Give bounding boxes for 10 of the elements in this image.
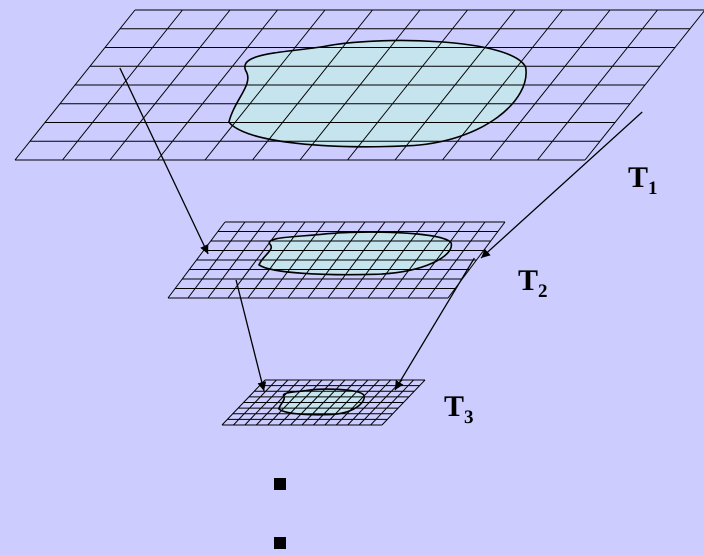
plane-label: T$_{2}$ — [518, 266, 548, 301]
arrow — [394, 258, 475, 390]
arrow — [119, 68, 209, 254]
plane-label: T$_{3}$ — [444, 392, 474, 427]
arrow — [480, 112, 643, 258]
grid-plane-drawing — [168, 222, 505, 298]
arrow — [235, 280, 266, 392]
grid-plane-drawing — [15, 10, 704, 160]
plane-label: T$_{1}$ — [628, 163, 658, 198]
grid-plane-drawing — [222, 380, 425, 425]
